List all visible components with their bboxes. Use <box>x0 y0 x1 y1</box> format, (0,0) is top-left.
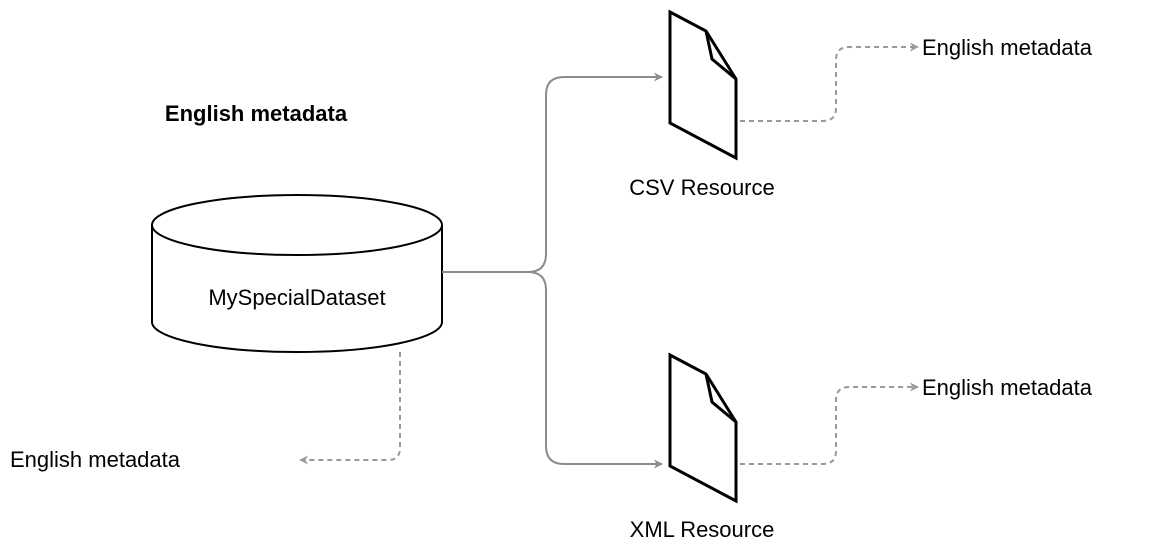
connector-to-xml <box>442 271 663 469</box>
xml-metadata-label: English metadata <box>922 375 1093 400</box>
csv-document-icon <box>668 9 738 161</box>
csv-metadata-label: English metadata <box>922 35 1093 60</box>
dataset-metadata-connector <box>299 352 401 465</box>
dataset-resource-connectors <box>442 72 663 469</box>
csv-resource-label: CSV Resource <box>629 175 775 200</box>
dataset-label: MySpecialDataset <box>208 285 385 310</box>
xml-metadata-connector <box>740 382 919 465</box>
dataset-metadata-label: English metadata <box>10 447 181 472</box>
xml-resource-label: XML Resource <box>630 517 775 542</box>
csv-metadata-connector <box>740 42 919 122</box>
xml-document-icon <box>668 352 738 504</box>
database-cylinder-icon <box>151 194 443 353</box>
diagram-heading: English metadata <box>165 101 348 126</box>
connector-to-csv <box>442 72 663 273</box>
